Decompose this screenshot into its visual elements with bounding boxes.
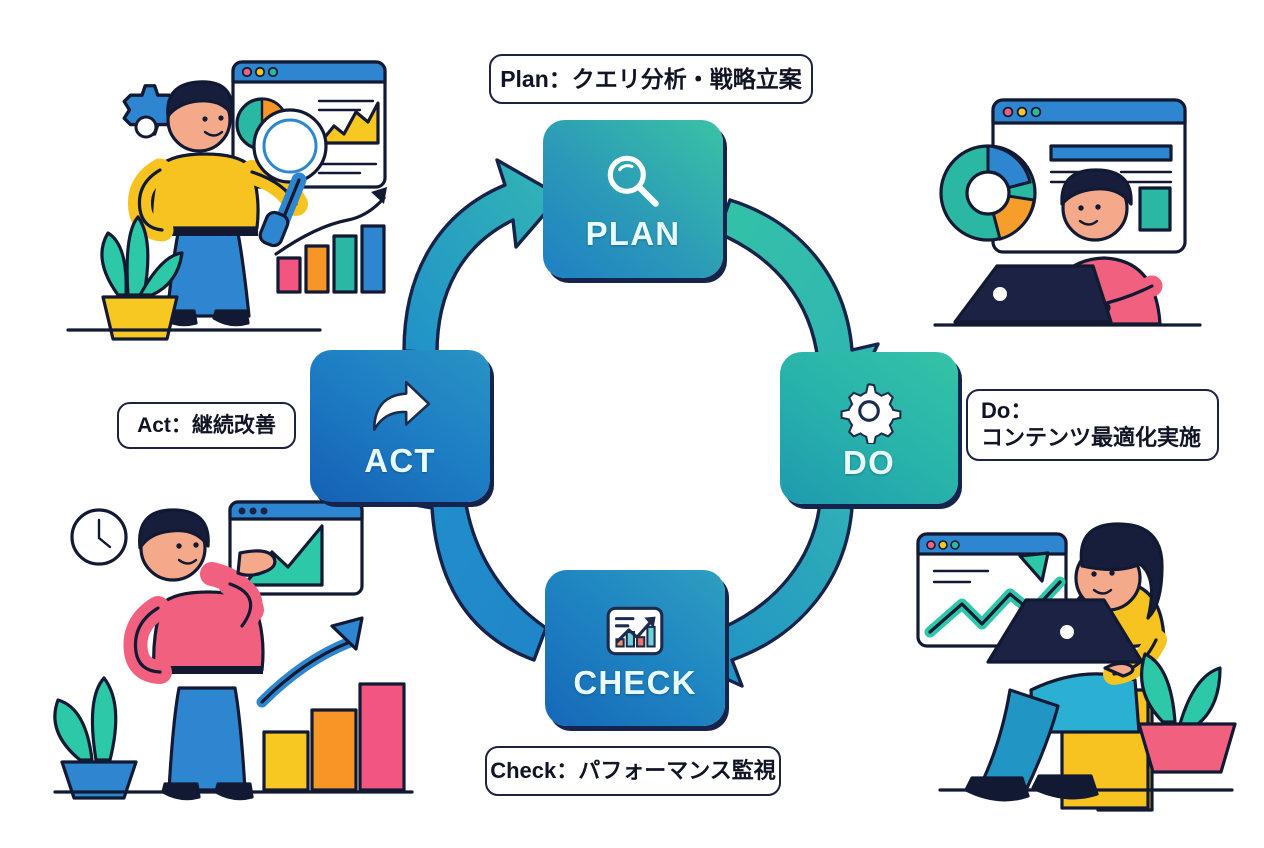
illustration-top-right bbox=[933, 98, 1202, 327]
arrow-act-to-plan bbox=[402, 158, 562, 355]
person-with-magnifier bbox=[127, 80, 328, 327]
gear-decoration-icon bbox=[122, 84, 178, 139]
forward-arrow-icon bbox=[372, 380, 431, 431]
caption-plan-line-1: Plan：クエリ分析・戦略立案 bbox=[500, 65, 802, 92]
person-pointing-at-chart bbox=[123, 508, 277, 801]
caption-check-line-1: Check：パフォーマンス監視 bbox=[490, 757, 776, 783]
stage-box-act[interactable]: ACT bbox=[310, 350, 490, 502]
caption-do-line-1: Do： bbox=[981, 398, 1033, 424]
stage-label-check: CHECK bbox=[573, 663, 697, 701]
magnifier-icon bbox=[607, 155, 659, 207]
potted-plant-bottom-right bbox=[1137, 652, 1237, 774]
stage-label-plan: PLAN bbox=[585, 214, 681, 252]
bar-chart-decoration bbox=[274, 187, 387, 294]
stage-box-check[interactable]: CHECK bbox=[545, 570, 725, 726]
caption-act-line-1: Act：継続改善 bbox=[137, 413, 276, 437]
donut-chart-decoration bbox=[939, 144, 1037, 242]
gear-icon bbox=[840, 382, 902, 444]
person-at-laptop-right bbox=[953, 168, 1163, 326]
caption-plan: Plan：クエリ分析・戦略立案 bbox=[489, 54, 813, 104]
stage-label-act: ACT bbox=[364, 441, 436, 479]
analytics-chart-icon bbox=[606, 606, 664, 655]
caption-do-line-2: コンテンツ最適化実施 bbox=[981, 425, 1202, 450]
caption-do: Do： コンテンツ最適化実施 bbox=[966, 389, 1219, 461]
bar-chart-rising-decoration bbox=[256, 616, 406, 792]
potted-plant-bottom-left bbox=[53, 676, 138, 800]
caption-check: Check：パフォーマンス監視 bbox=[485, 746, 781, 796]
clock-decoration-icon bbox=[70, 508, 128, 566]
illustration-bottom-left bbox=[53, 500, 414, 801]
stage-box-plan[interactable]: PLAN bbox=[543, 120, 723, 278]
stage-box-do[interactable]: DO bbox=[780, 352, 958, 504]
caption-act: Act：継続改善 bbox=[117, 402, 296, 449]
stage-label-do: DO bbox=[843, 443, 895, 481]
illustration-bottom-right bbox=[916, 522, 1237, 812]
illustration-top-left bbox=[66, 60, 387, 341]
